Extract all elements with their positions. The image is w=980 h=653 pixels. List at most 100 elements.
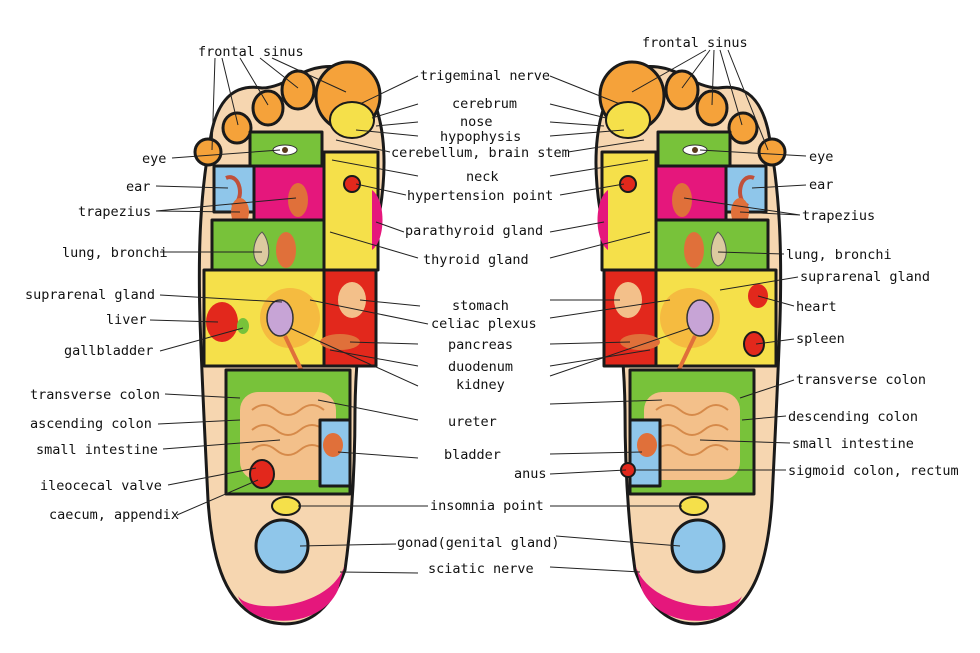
label-right-sigmoid-colon-rectum: sigmoid colon, rectum xyxy=(788,463,959,479)
right-parathyroid-zone xyxy=(597,190,608,250)
right-foot xyxy=(594,60,787,626)
leader-left-gallbladder xyxy=(159,327,244,352)
leader-right-eye xyxy=(699,149,807,157)
label-duodenum: duodenum xyxy=(448,359,513,375)
label-right-eye: eye xyxy=(809,149,833,165)
label-right-trapezius: trapezius xyxy=(802,208,875,224)
leader-c-hypophysis-left xyxy=(355,129,419,137)
right-trapezius-figure-2 xyxy=(672,183,692,217)
right-sciatic-zone xyxy=(634,560,742,621)
leader-c-cerebrum-left xyxy=(371,103,419,119)
label-parathyroid-gland: parathyroid gland xyxy=(405,223,543,239)
leader-left-ear xyxy=(155,185,229,189)
left-toe-5 xyxy=(193,137,223,167)
right-intestine-coils xyxy=(655,404,729,456)
right-toe-3 xyxy=(695,89,729,127)
labels-left-foot: frontal sinus eye ear trapezius lung, br… xyxy=(25,44,304,523)
leader-c-celiac-left xyxy=(309,299,429,325)
right-lung-organ xyxy=(684,232,704,268)
left-hypertension-point xyxy=(343,175,361,193)
label-cerebrum: cerebrum xyxy=(452,96,517,112)
left-caecum-organ xyxy=(249,459,275,489)
right-cerebrum xyxy=(605,101,651,139)
label-gonad: gonad(genital gland) xyxy=(397,535,560,551)
leader-left-ileocecal xyxy=(167,467,257,486)
label-right-small-intestine: small intestine xyxy=(792,436,914,452)
label-insomnia-point: insomnia point xyxy=(430,498,544,514)
leader-c-neck-right xyxy=(549,159,649,177)
label-right-suprarenal-gland: suprarenal gland xyxy=(800,269,930,285)
left-toe-3 xyxy=(251,89,285,127)
leader-c-stomach-left xyxy=(359,299,421,307)
leader-left-small-intestine xyxy=(162,439,281,450)
label-right-transverse-colon: transverse colon xyxy=(796,372,926,388)
leader-right-heart xyxy=(757,295,795,307)
label-hypertension-point: hypertension point xyxy=(407,188,553,204)
leader-c-pancreas-right xyxy=(549,341,631,345)
leader-c-neck-left xyxy=(331,159,419,177)
left-trapezius-figure-2 xyxy=(288,183,308,217)
leader-left-liver xyxy=(149,319,219,323)
label-left-suprarenal-gland: suprarenal gland xyxy=(25,287,155,303)
label-nose: nose xyxy=(460,114,493,130)
leader-right-spleen xyxy=(755,338,795,345)
label-pancreas: pancreas xyxy=(448,337,513,353)
right-stomach-organ xyxy=(614,282,642,318)
label-left-gallbladder: gallbladder xyxy=(64,343,153,359)
right-lung-icon xyxy=(710,231,727,267)
label-right-spleen: spleen xyxy=(796,331,845,347)
label-left-eye: eye xyxy=(142,151,166,167)
leader-c-cerebellum-right xyxy=(567,139,645,153)
leader-c-kidney-right xyxy=(549,327,691,377)
left-intestine-coils xyxy=(251,404,325,456)
left-thyroid-zone xyxy=(322,150,380,272)
label-cerebellum-brain-stem: cerebellum, brain stem xyxy=(391,145,570,161)
leader-c-nose-right xyxy=(549,121,605,127)
label-kidney: kidney xyxy=(456,377,505,393)
leader-c-trigeminal-right xyxy=(549,75,621,105)
right-kidney-organ xyxy=(686,299,714,337)
labels-center: trigeminal nerve cerebrum nose hypophysi… xyxy=(391,68,570,577)
leader-right-small-intestine xyxy=(699,439,791,444)
left-insomnia-point xyxy=(271,496,301,516)
right-eye-pupil xyxy=(692,147,698,153)
left-gallbladder-organ xyxy=(237,318,249,334)
leader-c-hypophysis-right xyxy=(549,129,625,137)
leader-c-trigeminal-left xyxy=(359,75,419,105)
label-left-transverse-colon: transverse colon xyxy=(30,387,160,403)
leader-lines xyxy=(149,49,807,574)
left-parathyroid-zone xyxy=(372,190,383,250)
leader-left-ascending-colon xyxy=(157,419,241,425)
label-left-ascending-colon: ascending colon xyxy=(30,416,152,432)
leader-left-eye xyxy=(171,149,281,159)
left-sciatic-zone xyxy=(238,560,346,621)
right-insomnia-point xyxy=(679,496,709,516)
leader-c-nose-left xyxy=(375,121,419,127)
leader-c-hypertension-left xyxy=(355,183,407,196)
leader-c-pancreas-left xyxy=(349,341,419,345)
label-anus: anus xyxy=(514,466,547,482)
label-left-frontal-sinus: frontal sinus xyxy=(198,44,304,60)
leader-c-sciatic-right xyxy=(549,566,641,573)
right-hypertension-point xyxy=(619,175,637,193)
leader-c-bladder-right xyxy=(549,451,643,455)
left-toe-4 xyxy=(221,111,253,145)
leader-c-gonad-left xyxy=(299,543,397,547)
leader-right-frontal-sinus xyxy=(631,49,769,151)
left-lung-icon xyxy=(253,231,270,267)
leader-right-transverse-colon xyxy=(739,379,795,399)
leader-c-anus-right xyxy=(549,469,627,475)
leader-c-celiac-right xyxy=(549,299,671,319)
labels-right-foot: frontal sinus eye ear trapezius lung, br… xyxy=(642,35,959,479)
right-bladder-organ xyxy=(637,433,657,457)
leader-right-suprarenal xyxy=(719,276,799,291)
label-thyroid-gland: thyroid gland xyxy=(423,252,529,268)
label-left-ear: ear xyxy=(126,179,150,195)
leader-c-bladder-left xyxy=(337,451,419,459)
left-kidney-organ xyxy=(266,299,294,337)
label-left-trapezius: trapezius xyxy=(78,204,151,220)
label-trigeminal-nerve: trigeminal nerve xyxy=(420,68,550,84)
right-spleen-organ xyxy=(743,331,765,357)
leader-c-thyroid-left xyxy=(329,231,419,259)
left-eye-pupil xyxy=(282,147,288,153)
